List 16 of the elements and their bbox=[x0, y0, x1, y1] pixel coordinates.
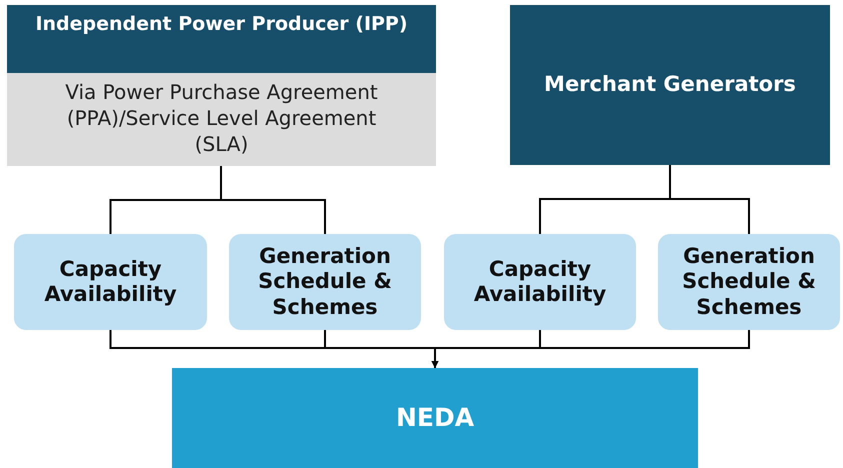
process-box bbox=[444, 234, 636, 330]
box-label: Capacity Availability bbox=[472, 256, 608, 308]
source-box bbox=[510, 5, 830, 165]
agreement-panel bbox=[7, 5, 436, 166]
panel-description: Via Power Purchase Agreement (PPA)/Service Level Agreement (SLA) bbox=[64, 79, 379, 157]
box-label: Generation Schedule & Schemes bbox=[257, 244, 393, 320]
box-label: NEDA bbox=[394, 403, 476, 433]
target-box bbox=[172, 368, 698, 468]
process-box bbox=[658, 234, 840, 330]
process-box bbox=[229, 234, 421, 330]
panel-heading: Independent Power Producer (IPP) bbox=[7, 5, 436, 73]
connector-line bbox=[432, 330, 750, 368]
process-box bbox=[14, 234, 207, 330]
box-label: Capacity Availability bbox=[43, 256, 178, 308]
box-label: Merchant Generators bbox=[543, 72, 797, 98]
box-label: Generation Schedule & Schemes bbox=[681, 244, 817, 320]
